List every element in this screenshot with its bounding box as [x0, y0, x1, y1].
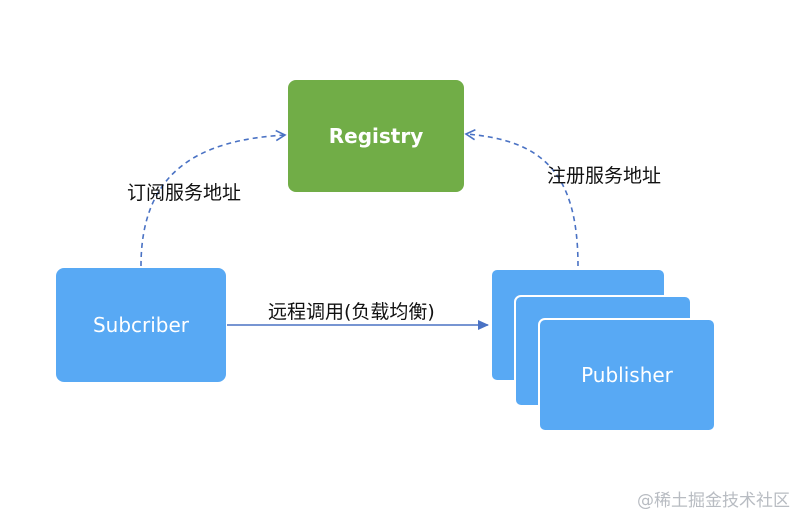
- subscribe-label: 订阅服务地址: [127, 182, 242, 204]
- register-label: 注册服务地址: [547, 165, 662, 187]
- publisher-node: Publisher: [538, 318, 716, 432]
- subscribe-arrow: [140, 129, 287, 267]
- register-arrow: [464, 129, 579, 267]
- subscriber-node: Subcriber: [56, 268, 226, 382]
- publisher-label: Publisher: [581, 363, 673, 387]
- registry-label: Registry: [328, 124, 424, 148]
- rpc-call-label: 远程调用(负载均衡): [268, 301, 435, 323]
- subscriber-label: Subcriber: [92, 313, 190, 337]
- registry-node: Registry: [288, 80, 464, 192]
- watermark: @稀土掘金技术社区: [637, 491, 790, 511]
